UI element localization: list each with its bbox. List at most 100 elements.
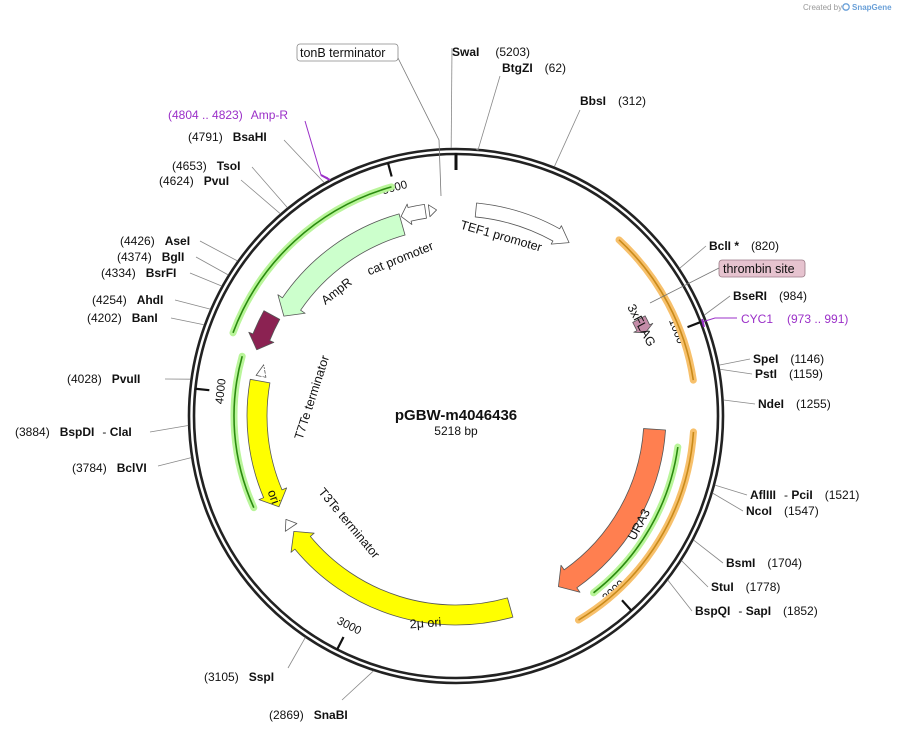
glow-tracks xyxy=(229,183,697,624)
tick-label-3000: 3000 xyxy=(335,615,363,637)
features xyxy=(246,202,666,626)
leader-swai xyxy=(450,47,453,149)
feature-tef1-promoter xyxy=(474,202,570,245)
leader-psti xyxy=(719,368,753,375)
site-sspi: (3105)SspI xyxy=(204,670,274,684)
glow-green-left-line xyxy=(233,355,255,508)
site-pvui: (4624)PvuI xyxy=(159,174,229,188)
feature-ori xyxy=(246,378,288,508)
site-tsoi: (4653)TsoI xyxy=(172,159,240,173)
label-ori: ori xyxy=(265,488,283,506)
feature-tonb-terminator xyxy=(427,204,437,218)
glow-orange-bottom-line xyxy=(578,431,695,621)
plasmid-size: 5218 bp xyxy=(434,424,478,438)
snapgene-logo-icon xyxy=(842,3,850,11)
thrombin-site-label: thrombin site xyxy=(723,262,795,276)
glow-orange-top-line xyxy=(618,239,695,381)
leader-afliii xyxy=(714,484,748,496)
tonb-terminator-callout: tonB terminator xyxy=(296,43,442,197)
leader-stui xyxy=(681,560,709,588)
leader-snabi xyxy=(341,670,374,701)
leader-bseri xyxy=(704,295,731,316)
cyc1-marker xyxy=(701,318,705,328)
tonb-terminator-leader xyxy=(397,57,442,197)
tick-3000 xyxy=(336,636,345,650)
leader-bani xyxy=(170,317,205,326)
site-ndei: NdeI(1255) xyxy=(758,397,831,411)
backbone-outer-strand xyxy=(187,147,725,685)
site-stui: StuI(1778) xyxy=(711,580,780,594)
label-3xflag: 3xFLAG xyxy=(624,302,658,349)
tonb-terminator-label: tonB terminator xyxy=(300,46,385,60)
leader-ncoi xyxy=(712,492,744,512)
label-2mu-ori: 2μ ori xyxy=(409,615,441,631)
primer-annotations: (4804 .. 4823)Amp-R CYC1(973 .. 991) xyxy=(168,108,848,328)
glow-green-ampr-line xyxy=(232,186,392,334)
leader-ndei xyxy=(723,399,756,405)
tick-label-4000: 4000 xyxy=(214,378,229,405)
thrombin-site-callout: thrombin site xyxy=(649,259,806,304)
site-bbsi: BbsI(312) xyxy=(580,94,646,108)
site-bsmi: BsmI(1704) xyxy=(726,556,802,570)
site-bsahi: (4791)BsaHI xyxy=(188,130,267,144)
site-bgli: (4374)BglI xyxy=(117,250,184,264)
tick-2000 xyxy=(621,599,633,612)
feature-ampr xyxy=(277,213,406,317)
leader-bbsi xyxy=(553,109,581,167)
site-bseri: BseRI(984) xyxy=(733,289,807,303)
leader-bspqi xyxy=(667,579,693,612)
brand-prefix: Created by xyxy=(803,3,842,12)
leader-pvui xyxy=(240,179,281,214)
label-t7te-terminator: T7Te terminator xyxy=(292,354,332,442)
plasmid-name: pGBW-m4046436 xyxy=(395,407,517,424)
leader-bcli xyxy=(679,245,707,269)
leader-bclvi xyxy=(157,457,192,467)
leader-spei xyxy=(719,358,751,366)
annotation-cyc1: CYC1(973 .. 991) xyxy=(741,312,848,326)
site-psti: PstI(1159) xyxy=(755,367,823,381)
site-bclvi: (3784)BclVI xyxy=(72,461,147,475)
tonb-terminator-box xyxy=(296,43,399,62)
leader-tsoi xyxy=(251,166,288,208)
feature-rop xyxy=(248,310,281,351)
tick-1000 xyxy=(687,321,701,329)
tick-5000 xyxy=(386,162,393,177)
tick-4000 xyxy=(195,387,210,392)
glow-green-ampr xyxy=(229,183,395,337)
site-asei: (4426)AseI xyxy=(120,234,190,248)
site-ncoi: NcoI(1547) xyxy=(746,504,819,518)
leader-asei xyxy=(199,240,238,262)
site-pvuii: (4028)PvuII xyxy=(67,372,140,386)
feature-cat-promoter xyxy=(400,203,427,225)
site-bani: (4202)BanI xyxy=(87,311,158,325)
site-bsrfi: (4334)BsrFI xyxy=(101,266,176,280)
cyc1-leader xyxy=(701,317,737,323)
leader-bspdi xyxy=(149,425,189,433)
thrombin-site-box xyxy=(718,259,806,278)
snapgene-brand: Created by SnapGene xyxy=(803,3,892,12)
enzyme-leaders xyxy=(149,47,756,701)
site-btgzi: BtgZI(62) xyxy=(502,61,566,75)
site-afliii-pcii: AflIII- PciI(1521) xyxy=(750,488,859,502)
site-spei: SpeI(1146) xyxy=(753,352,824,366)
annotation-amp-r: (4804 .. 4823)Amp-R xyxy=(168,108,288,122)
site-bcli: BclI *(820) xyxy=(709,239,779,253)
leader-btgzi xyxy=(475,75,501,151)
feature-t7te-terminator xyxy=(255,364,267,378)
leader-bsahi xyxy=(283,139,325,183)
feature-3xflag xyxy=(632,315,654,333)
glow-green-right-line xyxy=(593,446,679,594)
leader-bsmi xyxy=(693,539,724,564)
site-snabi: (2869)SnaBI xyxy=(269,708,348,722)
amp-r-leader xyxy=(304,120,329,179)
feature-t3te-terminator xyxy=(284,518,298,532)
site-ahdi: (4254)AhdI xyxy=(92,293,163,307)
site-swai: SwaI(5203) xyxy=(452,45,530,59)
amp-r-marker xyxy=(320,174,331,181)
leader-ahdi xyxy=(174,299,211,310)
site-bspdi-clai: (3884)BspDI- ClaI xyxy=(15,425,132,439)
leader-bgli xyxy=(195,256,229,276)
thrombin-site-leader xyxy=(649,267,720,304)
leader-bsrfi xyxy=(189,272,222,287)
